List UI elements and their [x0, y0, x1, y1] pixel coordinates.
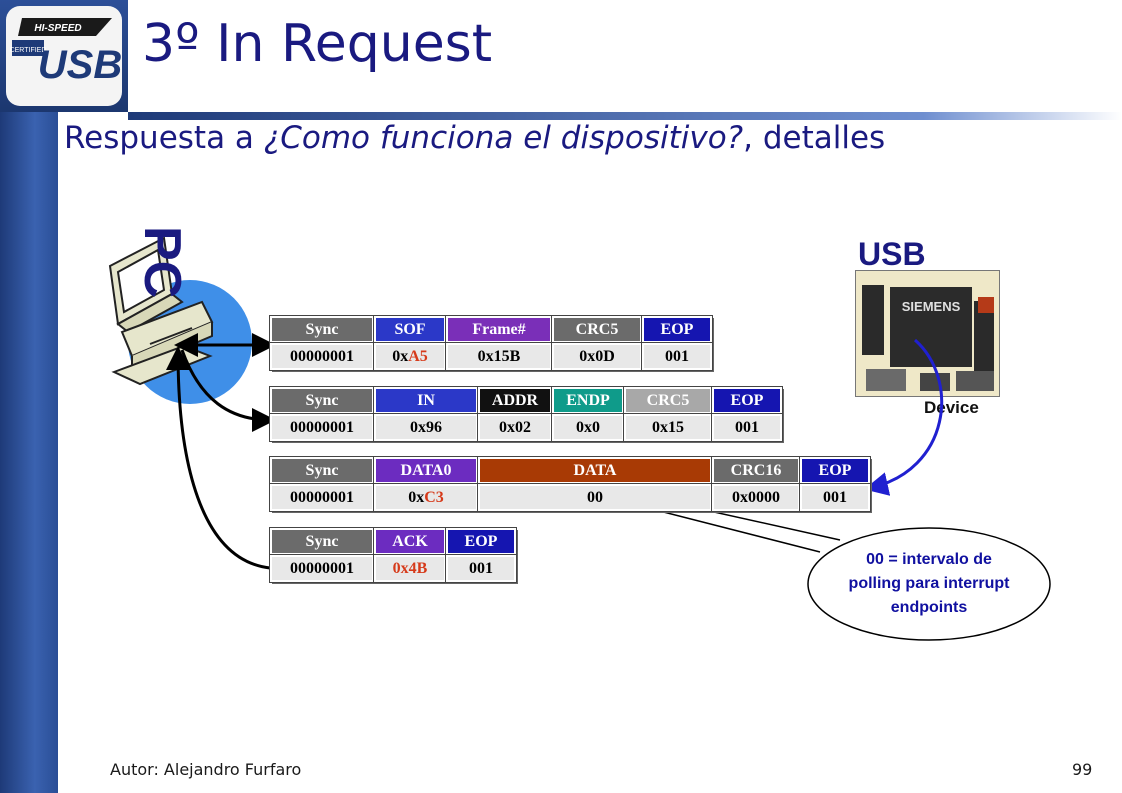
- in-value-crc5: 0x15: [623, 413, 713, 442]
- footer-author: Autor: Alejandro Furfaro: [110, 760, 302, 779]
- in-value-pid: 0x96: [373, 413, 479, 442]
- sof-header-crc5: CRC5: [551, 315, 643, 344]
- subtitle-suffix: , detalles: [743, 120, 886, 156]
- sof-header-frame: Frame#: [445, 315, 553, 344]
- title-underline-bar: [128, 112, 1122, 120]
- in-value-sync: 00000001: [269, 413, 375, 442]
- data-header-sync: Sync: [269, 456, 375, 485]
- in-header-eop: EOP: [711, 386, 783, 415]
- in-header-crc5: CRC5: [623, 386, 713, 415]
- ack-handshake-packet: Sync ACK EOP 00000001 0x4B 001: [269, 527, 517, 583]
- data-header-crc16: CRC16: [711, 456, 801, 485]
- slide-subtitle: Respuesta a ¿Como funciona el dispositiv…: [64, 120, 885, 156]
- ack-header-pid: ACK: [373, 527, 447, 556]
- logo-top-text: HI-SPEED: [34, 23, 81, 34]
- in-value-endp: 0x0: [551, 413, 625, 442]
- note-line-1: 00 = intervalo de: [866, 551, 992, 568]
- data-header-data: DATA: [477, 456, 713, 485]
- sof-header-eop: EOP: [641, 315, 713, 344]
- in-header-pid: IN: [373, 386, 479, 415]
- logo-side-text: CERTIFIED: [10, 47, 47, 54]
- sof-header-sync: Sync: [269, 315, 375, 344]
- in-header-addr: ADDR: [477, 386, 553, 415]
- usb-label: USB: [858, 236, 926, 272]
- note-line-3: endpoints: [890, 599, 968, 616]
- data-header-pid: DATA0: [373, 456, 479, 485]
- subtitle-prefix: Respuesta a: [64, 120, 264, 156]
- data-value-eop: 001: [799, 483, 871, 512]
- usb-certified-logo: HI-SPEED CERTIFIED USB: [0, 0, 128, 112]
- usb-device-image: SIEMENS: [855, 270, 1000, 397]
- in-header-sync: Sync: [269, 386, 375, 415]
- ack-header-eop: EOP: [445, 527, 517, 556]
- data-value-data: 00: [477, 483, 713, 512]
- device-label: Device: [924, 398, 979, 417]
- sof-value-frame: 0x15B: [445, 342, 553, 371]
- sof-header-pid: SOF: [373, 315, 447, 344]
- ack-value-sync: 00000001: [269, 554, 375, 583]
- in-value-addr: 0x02: [477, 413, 553, 442]
- page-number: 99: [1072, 760, 1093, 779]
- sof-value-sync: 00000001: [269, 342, 375, 371]
- slide-title: 3º In Request: [142, 14, 493, 74]
- in-header-endp: ENDP: [551, 386, 625, 415]
- data-value-sync: 00000001: [269, 483, 375, 512]
- chip-brand-label: SIEMENS: [902, 299, 961, 314]
- in-value-eop: 001: [711, 413, 783, 442]
- sof-value-eop: 001: [641, 342, 713, 371]
- polling-interval-note: 00 = intervalo de polling para interrupt…: [806, 548, 1052, 620]
- ack-value-pid: 0x4B: [373, 554, 447, 583]
- ack-value-eop: 001: [445, 554, 517, 583]
- in-token-packet: Sync IN ADDR ENDP CRC5 EOP 00000001 0x96…: [269, 386, 783, 442]
- ack-header-sync: Sync: [269, 527, 375, 556]
- left-sidebar-band: [0, 0, 58, 793]
- sof-value-crc5: 0x0D: [551, 342, 643, 371]
- data-value-crc16: 0x0000: [711, 483, 801, 512]
- logo-main-text: USB: [38, 43, 122, 87]
- note-line-2: polling para interrupt: [848, 575, 1010, 592]
- subtitle-question: ¿Como funciona el dispositivo?: [263, 120, 744, 156]
- data-header-eop: EOP: [799, 456, 871, 485]
- callout-ellipse: [807, 527, 1051, 641]
